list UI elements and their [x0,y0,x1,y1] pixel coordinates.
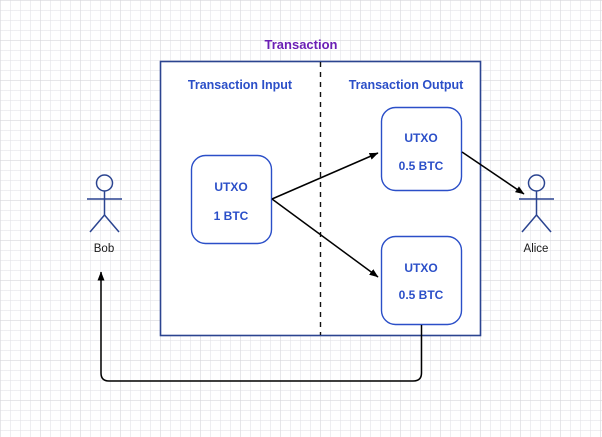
edge-input-to-output2 [271,198,379,278]
actor-label-bob: Bob [93,243,115,255]
input-utxo-title: UTXO [214,180,248,194]
output-utxo-1-amount: 0.5 BTC [398,159,444,173]
output-utxo-2-title: UTXO [404,261,438,275]
page-title: Transaction [264,37,338,52]
bob-left-leg-line [89,214,106,233]
bob-right-leg-line [103,214,120,233]
section-label-transaction-input: Transaction Input [187,78,293,92]
section-label-transaction-output: Transaction Output [348,78,464,92]
input-utxo-amount: 1 BTC [213,209,249,223]
alice-left-leg-line [521,214,538,233]
alice-head-icon [527,174,546,192]
actor-alice-figure[interactable] [519,174,554,233]
edge-input-to-output1 [271,152,379,200]
actor-label-alice: Alice [523,243,549,255]
edge-output1-to-alice [461,151,525,195]
output-utxo-box-1[interactable] [380,106,463,192]
output-utxo-2-amount: 0.5 BTC [398,288,444,302]
bob-head-icon [95,174,114,192]
output-utxo-1-title: UTXO [404,131,438,145]
edge-output2-to-bob [97,271,423,382]
input-utxo-box[interactable] [190,154,273,245]
actor-bob-figure[interactable] [87,174,122,233]
output-utxo-box-2[interactable] [380,235,463,326]
alice-right-leg-line [535,214,552,233]
